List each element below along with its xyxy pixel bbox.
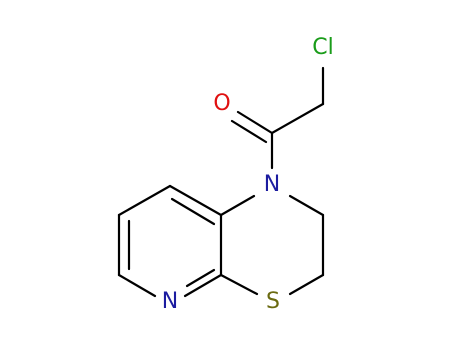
bond-n-c — [219, 194, 256, 217]
bond-py-5 — [183, 273, 223, 298]
bond-py-1 — [168, 184, 223, 217]
atom-n-pyridine: N — [162, 289, 178, 314]
bond-ch2-s — [288, 273, 325, 296]
bond-n-ch2 — [288, 194, 325, 217]
bond-py-5-inner — [185, 268, 216, 288]
atom-n-amide: N — [264, 172, 280, 197]
atom-s: S — [266, 289, 280, 314]
bond-c-o-b — [230, 119, 268, 144]
bond-py-1-inner — [170, 197, 216, 226]
bond-lines — [117, 66, 325, 298]
bond-py-4 — [117, 273, 157, 298]
bond-c-o-a — [236, 110, 274, 135]
bond-ch2-carbonyl — [270, 102, 325, 135]
atom-cl: Cl — [312, 35, 333, 60]
bond-s-c — [219, 273, 259, 296]
bond-py-2 — [117, 184, 172, 217]
atom-o: O — [213, 91, 230, 116]
